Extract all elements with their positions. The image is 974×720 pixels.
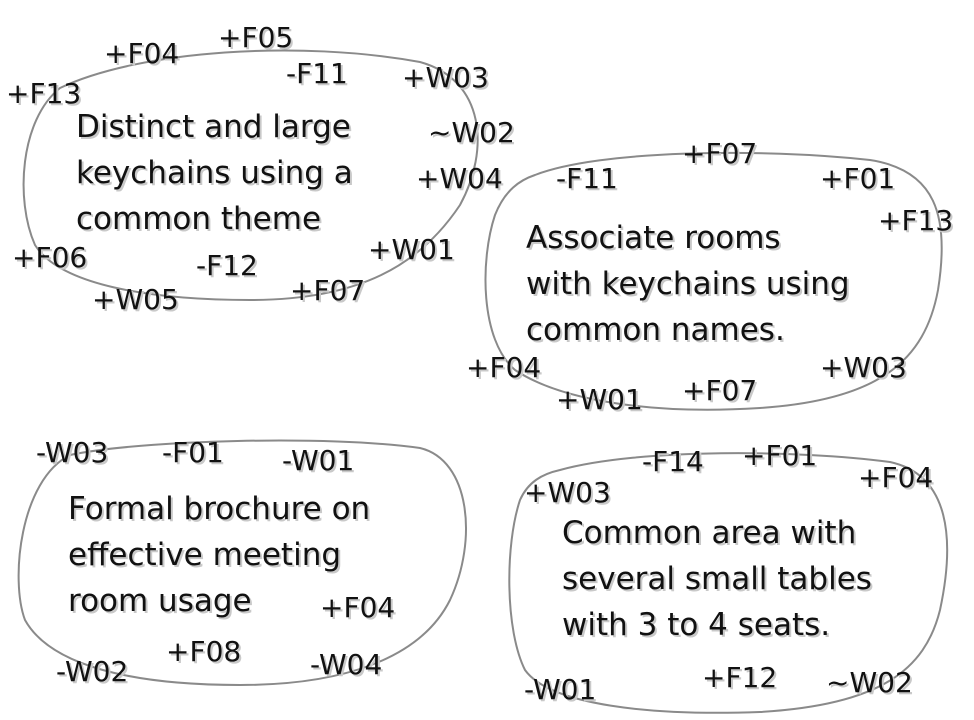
- feedback-tag: +W04: [416, 162, 503, 195]
- feedback-tag: -W01: [524, 673, 597, 706]
- cluster-1-outline: [22, 49, 479, 302]
- idea-line: effective meeting: [68, 537, 342, 573]
- feedback-tag: +F05: [218, 21, 294, 54]
- feedback-tag: +W03: [524, 476, 611, 509]
- cluster-1-idea: Distinct and large keychains using a com…: [76, 104, 353, 242]
- feedback-tag: +W05: [92, 283, 179, 316]
- feedback-tag: +F07: [682, 374, 758, 407]
- cluster-2-idea: Associate rooms with keychains using com…: [526, 215, 850, 353]
- idea-line: Formal brochure on: [68, 491, 371, 527]
- feedback-tag: +F04: [104, 37, 180, 70]
- cluster-3-outline: [17, 439, 467, 687]
- idea-line: Common area with: [562, 515, 857, 551]
- feedback-tag: ~W02: [826, 666, 913, 699]
- feedback-tag: +F07: [682, 137, 758, 170]
- feedback-tag: ~W02: [428, 116, 515, 149]
- feedback-tag: +W01: [368, 233, 455, 266]
- idea-line: room usage: [68, 583, 252, 619]
- cluster-2-outline: [484, 151, 943, 411]
- idea-line: keychains using a: [76, 155, 353, 191]
- idea-line: Distinct and large: [76, 109, 351, 145]
- feedback-tag: +W03: [402, 61, 489, 94]
- cluster-4-outline: [508, 452, 949, 714]
- feedback-tag: +F04: [320, 591, 396, 624]
- feedback-tag: -W02: [56, 655, 129, 688]
- cluster-4-idea: Common area with several small tables wi…: [562, 510, 872, 648]
- feedback-tag: -F14: [642, 445, 704, 478]
- cluster-3-idea: Formal brochure on effective meeting roo…: [68, 486, 370, 624]
- feedback-tag: -F12: [196, 249, 258, 282]
- idea-line: common theme: [76, 201, 322, 237]
- feedback-tag: +F01: [742, 439, 818, 472]
- feedback-tag: -F11: [286, 57, 348, 90]
- feedback-tag: +F01: [820, 162, 896, 195]
- feedback-tag: +F04: [858, 461, 934, 494]
- feedback-tag: -F11: [556, 162, 618, 195]
- feedback-tag: +F13: [6, 77, 82, 110]
- feedback-tag: +F04: [466, 351, 542, 384]
- feedback-tag: +F07: [290, 274, 366, 307]
- feedback-tag: +F13: [878, 204, 954, 237]
- idea-line: several small tables: [562, 561, 872, 597]
- idea-line: with keychains using: [526, 266, 850, 302]
- feedback-tag: -W03: [36, 436, 109, 469]
- feedback-tag: +F12: [702, 661, 778, 694]
- idea-line: with 3 to 4 seats.: [562, 607, 831, 643]
- idea-line: common names.: [526, 312, 785, 348]
- feedback-tag: -W01: [282, 444, 355, 477]
- feedback-tag: +F06: [12, 241, 88, 274]
- idea-line: Associate rooms: [526, 220, 781, 256]
- feedback-tag: +W01: [556, 383, 643, 416]
- feedback-tag: +W03: [820, 351, 907, 384]
- feedback-tag: +F08: [166, 635, 242, 668]
- feedback-tag: -F01: [162, 436, 224, 469]
- feedback-tag: -W04: [310, 648, 383, 681]
